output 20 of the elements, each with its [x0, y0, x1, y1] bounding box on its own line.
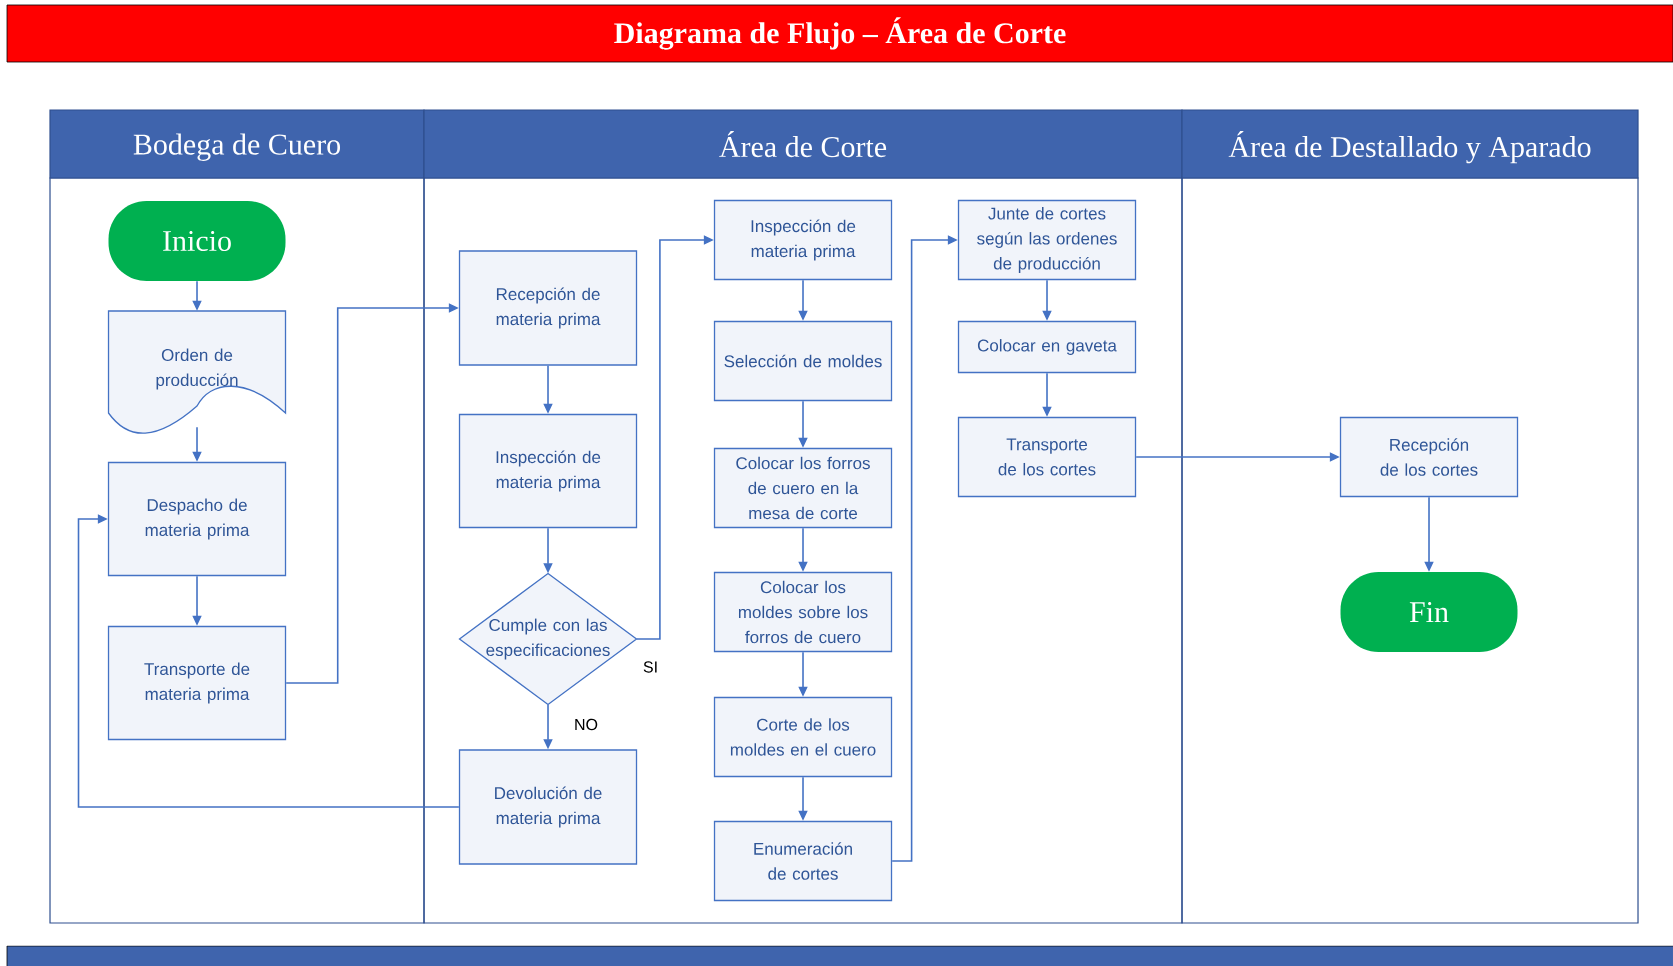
process-box: Junte de cortes según las ordenes de producción: [957, 199, 1137, 281]
process-box: Transporte de los cortes: [957, 416, 1137, 498]
process-box: Devolución de materia prima: [458, 749, 638, 865]
process-box: Selección de moldes: [713, 320, 893, 402]
process-box: Enumeración de cortes: [713, 820, 893, 902]
title-bar: Diagrama de Flujo – Área de Corte: [6, 4, 1673, 63]
process-box: Transporte de materia prima: [107, 625, 287, 741]
process-box: Colocar los moldes sobre los forros de cuero: [713, 571, 893, 653]
node-label: Área de Destallado y Aparado: [1228, 131, 1591, 164]
arrow: [77, 514, 460, 808]
process-box: Inspección de materia prima: [713, 199, 893, 281]
process-box: Corte de los moldes en el cuero: [713, 696, 893, 778]
node-label: Bodega de Cuero: [133, 133, 341, 161]
node-label: Área de Corte: [719, 131, 887, 158]
process-box: Colocar en gaveta: [957, 320, 1137, 374]
process-box: Inspección de materia prima: [458, 413, 638, 529]
process-box: Recepción de los cortes: [1339, 416, 1519, 498]
process-box: Despacho de materia prima: [107, 461, 287, 577]
process-box: Colocar los forros de cuero en la mesa de corte: [713, 447, 893, 529]
process-box: Recepción de materia prima: [458, 250, 638, 366]
